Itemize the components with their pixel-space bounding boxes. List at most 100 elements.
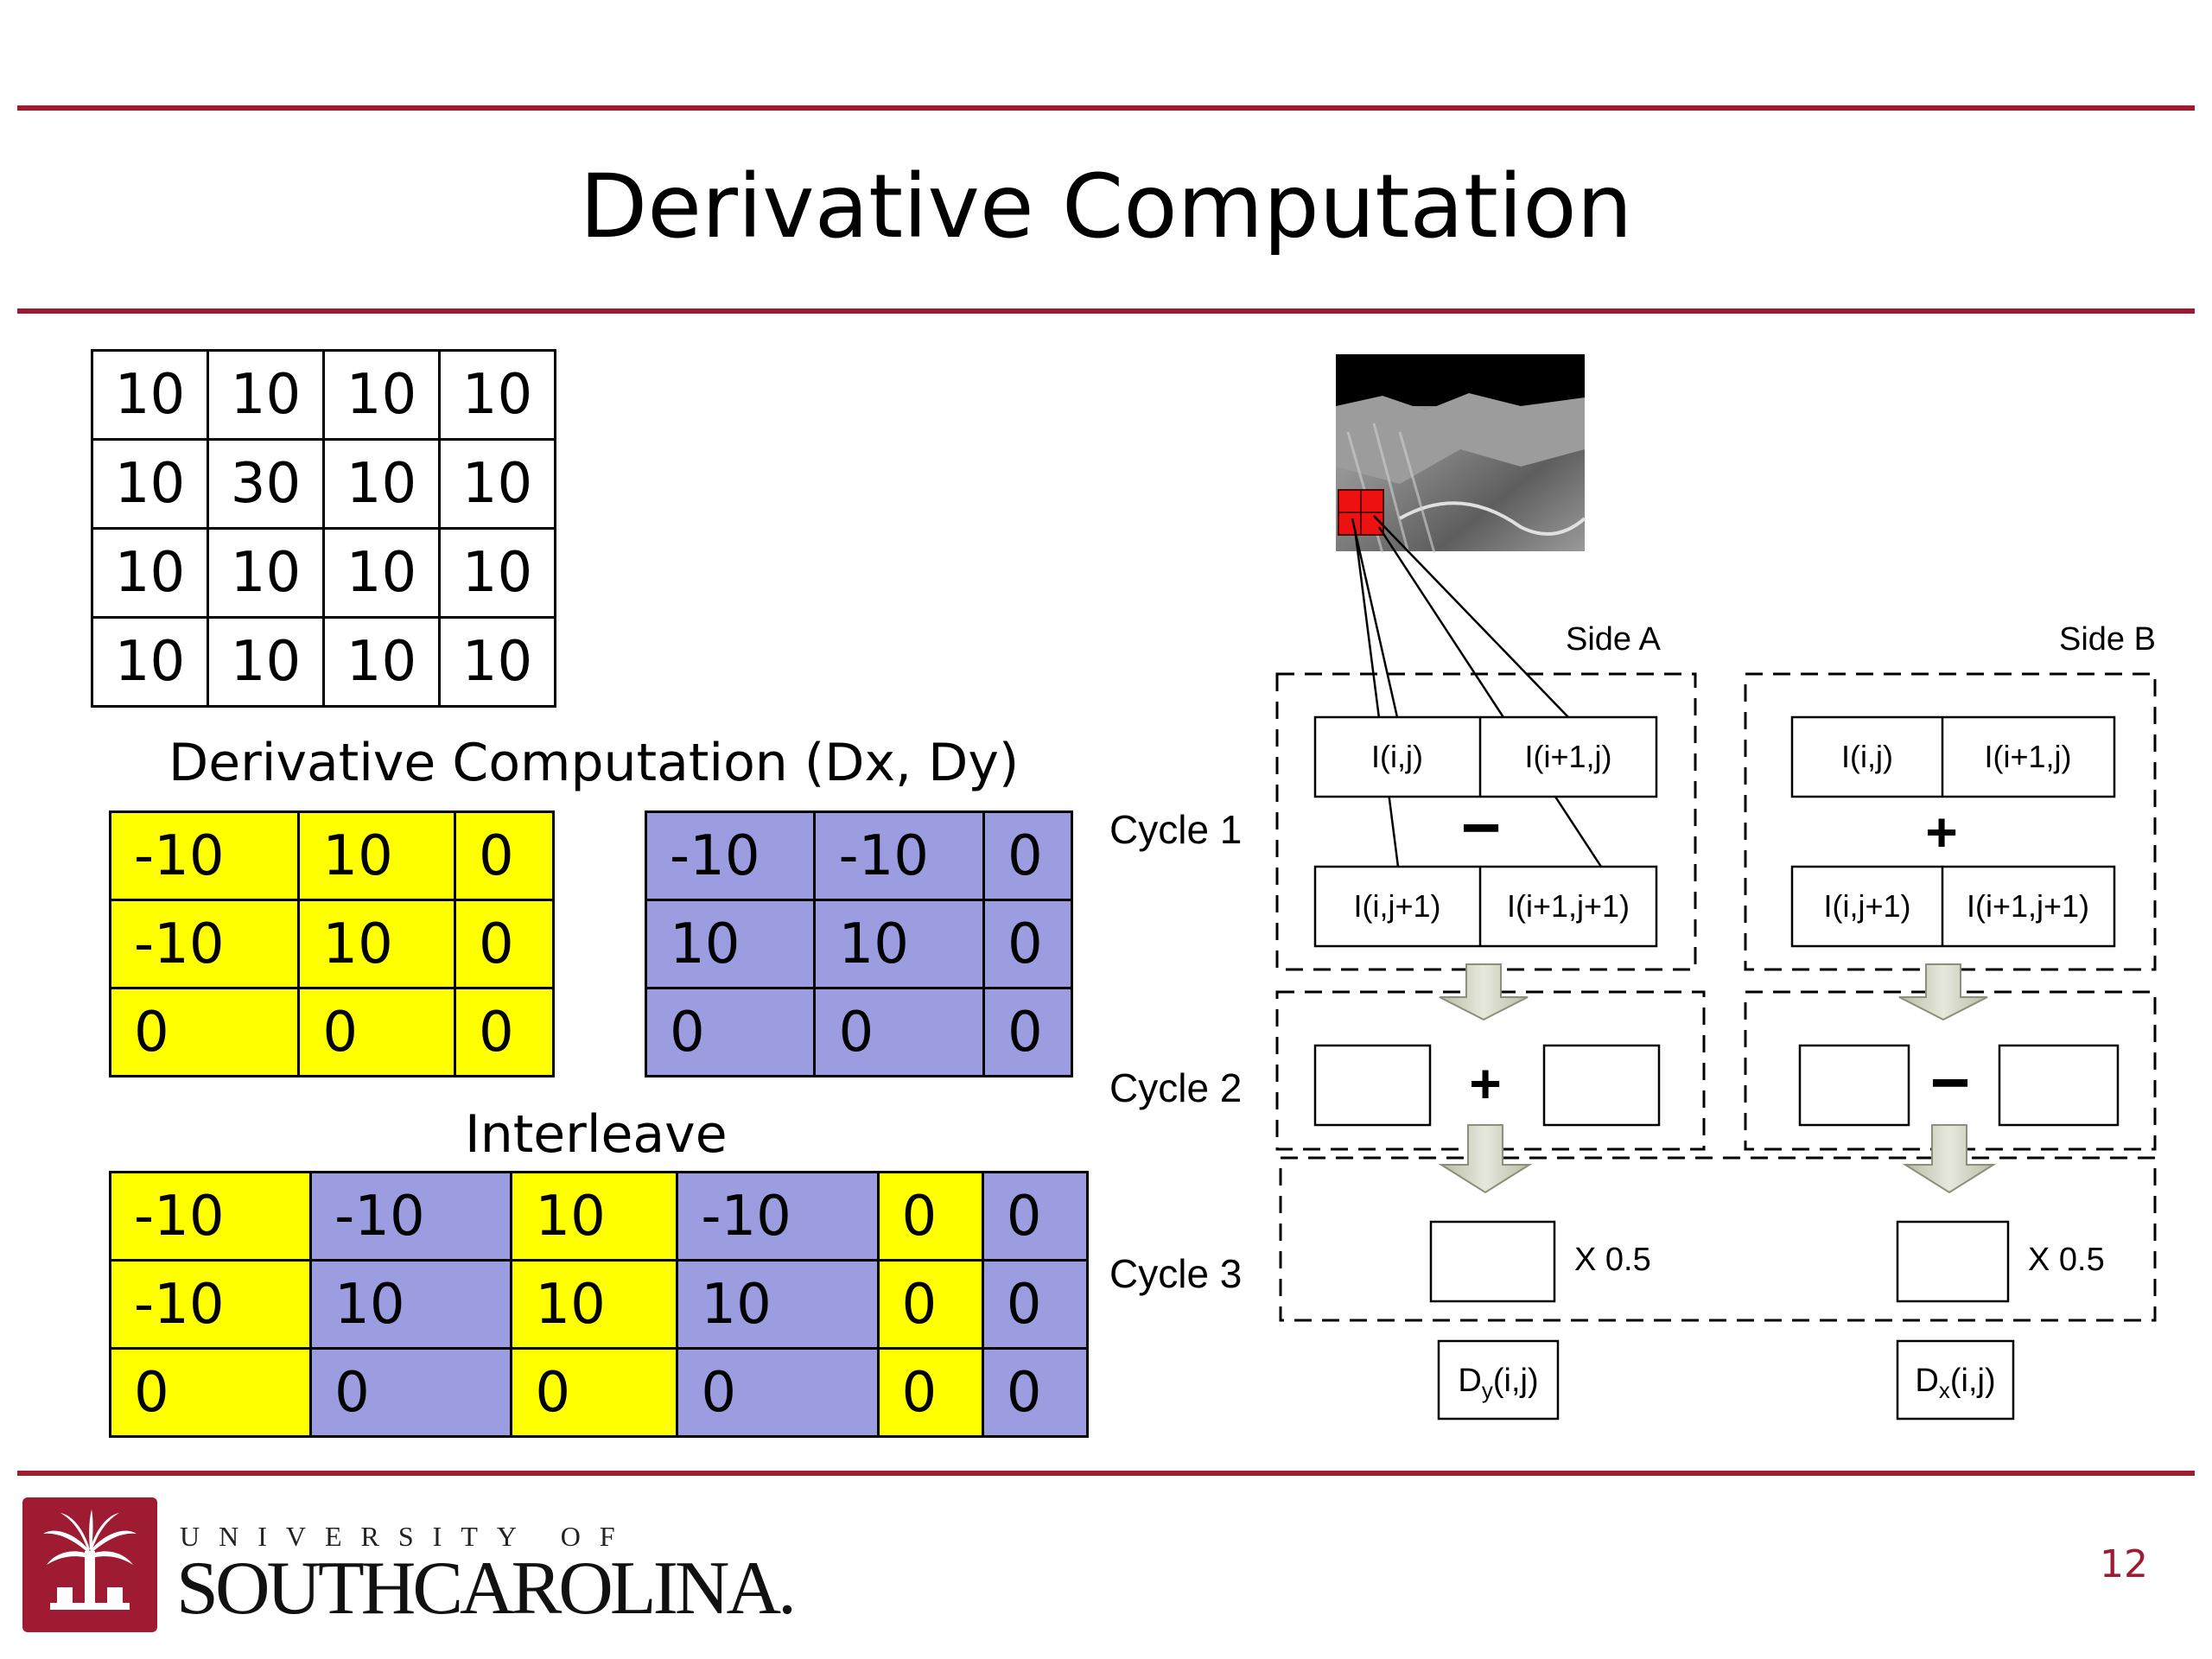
dy-cell: 0 bbox=[982, 810, 1074, 901]
register-label: I(i,j) bbox=[1841, 739, 1893, 774]
interleave-cell: -10 bbox=[108, 1259, 313, 1350]
pixel-connectors bbox=[1351, 515, 1603, 868]
output-boxes bbox=[1437, 1339, 2015, 1421]
matrix-row: -10 10 0 bbox=[108, 810, 556, 901]
matrix-row: -10 -10 0 bbox=[644, 810, 1074, 901]
dy-cell: -10 bbox=[813, 810, 985, 901]
output-dy-label: Dy(i,j) bbox=[1458, 1363, 1538, 1403]
matrix-cell: 30 bbox=[207, 438, 325, 530]
matrix-cell: 10 bbox=[207, 616, 325, 708]
register-label: I(i+1,j+1) bbox=[1967, 888, 2089, 924]
down-arrow-icon bbox=[1438, 1124, 1533, 1194]
interleave-cell: -10 bbox=[309, 1171, 513, 1262]
down-arrow-icon bbox=[1898, 963, 1988, 1021]
register-label: I(i,j+1) bbox=[1353, 888, 1440, 924]
side-b-registers bbox=[1790, 715, 2116, 948]
dy-cell: 0 bbox=[644, 987, 817, 1077]
cycle3-registers bbox=[1429, 1220, 2010, 1303]
dx-cell: 0 bbox=[453, 899, 556, 989]
interleave-cell: -10 bbox=[108, 1171, 313, 1262]
dx-cell: -10 bbox=[108, 810, 301, 901]
footer-rule bbox=[17, 1471, 2195, 1476]
side-a-registers bbox=[1313, 715, 1658, 948]
output-dx-label: Dx(i,j) bbox=[1915, 1363, 1995, 1403]
header-rule-top bbox=[17, 105, 2195, 111]
matrix-row: 0 0 0 0 0 0 bbox=[108, 1347, 1090, 1438]
matrix-row: 10 10 10 10 bbox=[91, 527, 556, 619]
minus-operator: − bbox=[1461, 789, 1502, 866]
minus-operator: − bbox=[1930, 1044, 1971, 1121]
register-label: I(i,j+1) bbox=[1823, 888, 1910, 924]
matrix-row: 0 0 0 bbox=[644, 987, 1074, 1077]
interleave-cell: 0 bbox=[981, 1171, 1090, 1262]
interleave-cell: 0 bbox=[981, 1347, 1090, 1438]
matrix-cell: 10 bbox=[322, 616, 441, 708]
plus-operator: + bbox=[1925, 801, 1957, 863]
interleave-matrix: -10 -10 10 -10 0 0 -10 10 10 10 0 0 0 0 … bbox=[108, 1171, 1090, 1438]
down-arrow-icon bbox=[1439, 963, 1529, 1021]
header-rule-bottom bbox=[17, 308, 2195, 314]
register-label: I(i,j) bbox=[1371, 739, 1423, 774]
dx-matrix: -10 10 0 -10 10 0 0 0 0 bbox=[108, 810, 556, 1077]
image-matrix: 10 10 10 10 10 30 10 10 10 10 10 10 10 1… bbox=[91, 349, 556, 708]
matrix-cell: 10 bbox=[91, 616, 209, 708]
interleave-cell: 10 bbox=[510, 1259, 679, 1350]
matrix-cell: 10 bbox=[322, 438, 441, 530]
matrix-cell: 10 bbox=[91, 438, 209, 530]
university-name: SOUTHCAROLINA. bbox=[176, 1547, 797, 1630]
dx-cell: 0 bbox=[108, 987, 301, 1077]
cycle-1-label: Cycle 1 bbox=[1109, 807, 1242, 852]
register-label: I(i+1,j) bbox=[1524, 739, 1611, 774]
diagram-labels: Side A Side B Cycle 1 Cycle 2 Cycle 3 I(… bbox=[1109, 621, 2156, 1403]
matrix-cell: 10 bbox=[438, 438, 556, 530]
dy-cell: 0 bbox=[982, 987, 1074, 1077]
interleave-cell: 10 bbox=[676, 1259, 880, 1350]
side-b-label: Side B bbox=[2059, 621, 2156, 658]
pixel-window-highlight bbox=[1338, 489, 1384, 536]
interleave-cell: 0 bbox=[981, 1259, 1090, 1350]
dx-cell: 10 bbox=[297, 899, 456, 989]
matrix-row: -10 -10 10 -10 0 0 bbox=[108, 1171, 1090, 1262]
matrix-cell: 10 bbox=[322, 349, 441, 441]
scale-label: X 0.5 bbox=[1574, 1242, 1651, 1278]
matrix-row: 0 0 0 bbox=[108, 987, 556, 1077]
dy-matrix: -10 -10 0 10 10 0 0 0 0 bbox=[644, 810, 1074, 1077]
interleave-cell: 0 bbox=[676, 1347, 880, 1438]
interleave-cell: -10 bbox=[676, 1171, 880, 1262]
interleave-cell: 0 bbox=[108, 1347, 313, 1438]
side-a-label: Side A bbox=[1566, 621, 1662, 658]
dy-cell: -10 bbox=[644, 810, 817, 901]
register-label: I(i+1,j) bbox=[1984, 739, 2071, 774]
interleave-cell: 0 bbox=[309, 1347, 513, 1438]
dx-cell: 0 bbox=[453, 987, 556, 1077]
matrix-cell: 10 bbox=[438, 349, 556, 441]
dy-cell: 10 bbox=[644, 899, 817, 989]
dx-cell: 0 bbox=[453, 810, 556, 901]
dy-cell: 0 bbox=[813, 987, 985, 1077]
interleave-cell: 0 bbox=[876, 1259, 984, 1350]
dx-cell: 0 bbox=[297, 987, 456, 1077]
cycle2-registers bbox=[1313, 1044, 2120, 1127]
interleave-cell: 10 bbox=[309, 1259, 513, 1350]
matrix-row: 10 30 10 10 bbox=[91, 438, 556, 530]
page-number: 12 bbox=[2100, 1542, 2148, 1586]
plus-operator: + bbox=[1469, 1052, 1501, 1115]
slide-title: Derivative Computation bbox=[579, 156, 1633, 258]
matrix-cell: 10 bbox=[322, 527, 441, 619]
matrix-cell: 10 bbox=[207, 349, 325, 441]
cycle-3-label: Cycle 3 bbox=[1109, 1251, 1242, 1296]
matrix-cell: 10 bbox=[438, 527, 556, 619]
university-of-label: UNIVERSITY OF bbox=[180, 1521, 634, 1552]
interleave-cell: 0 bbox=[876, 1347, 984, 1438]
dy-cell: 10 bbox=[813, 899, 985, 989]
register-label: I(i+1,j+1) bbox=[1507, 888, 1630, 924]
matrix-cell: 10 bbox=[91, 349, 209, 441]
dx-cell: -10 bbox=[108, 899, 301, 989]
university-logo bbox=[22, 1497, 157, 1632]
matrix-cell: 10 bbox=[207, 527, 325, 619]
scale-label: X 0.5 bbox=[2028, 1242, 2105, 1278]
matrix-row: -10 10 0 bbox=[108, 899, 556, 989]
matrix-row: 10 10 10 10 bbox=[91, 616, 556, 708]
dy-cell: 0 bbox=[982, 899, 1074, 989]
